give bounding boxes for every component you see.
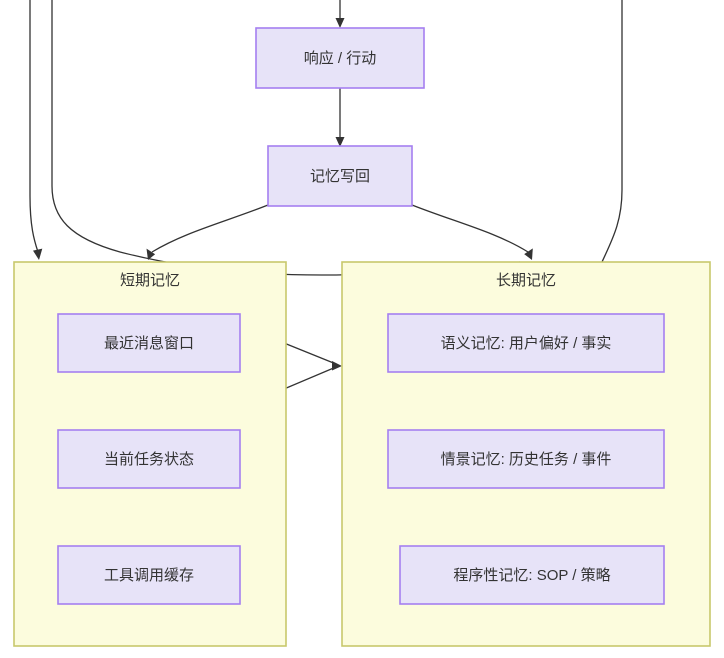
node-episodic-memory-label: 情景记忆: 历史任务 / 事件 [441,451,612,468]
node-recent-message-window[interactable]: 最近消息窗口 [57,313,241,373]
node-memory-writeback-label: 记忆写回 [310,168,370,185]
node-tool-call-cache-label: 工具调用缓存 [104,567,194,584]
edge-short-term-upper-to-long-term [283,342,337,365]
node-procedural-memory-label: 程序性记忆: SOP / 策略 [453,567,610,584]
edge-offscreen-left-to-short-term [29,0,43,260]
node-tool-call-cache[interactable]: 工具调用缓存 [57,545,241,605]
node-semantic-memory[interactable]: 语义记忆: 用户偏好 / 事实 [387,313,665,373]
cluster-long-term-memory-label: 长期记忆 [496,272,556,289]
node-semantic-memory-label: 语义记忆: 用户偏好 / 事实 [441,335,612,352]
edge-response-to-writeback [335,88,345,147]
node-episodic-memory[interactable]: 情景记忆: 历史任务 / 事件 [387,429,665,489]
node-recent-message-window-label: 最近消息窗口 [104,334,194,352]
edge-writeback-to-long-term [411,204,533,260]
cluster-short-term-memory[interactable]: 短期记忆 最近消息窗口 当前任务状态 工具调用缓存 [13,261,287,647]
edge-writeback-to-short-term [146,204,269,260]
node-response-action-label: 响应 / 行动 [304,49,377,67]
node-procedural-memory[interactable]: 程序性记忆: SOP / 策略 [399,545,665,605]
edge-top-to-response [335,0,345,28]
cluster-short-term-memory-label: 短期记忆 [120,272,180,289]
node-current-task-state-label: 当前任务状态 [104,451,194,468]
node-current-task-state[interactable]: 当前任务状态 [57,429,241,489]
node-memory-writeback[interactable]: 记忆写回 [267,145,413,207]
cluster-long-term-memory[interactable]: 长期记忆 语义记忆: 用户偏好 / 事实 情景记忆: 历史任务 / 事件 程序性… [341,261,711,647]
edge-offscreen-right-to-long-term [601,0,623,263]
edge-short-term-lower-to-long-term [283,361,342,390]
node-response-action[interactable]: 响应 / 行动 [255,27,425,89]
